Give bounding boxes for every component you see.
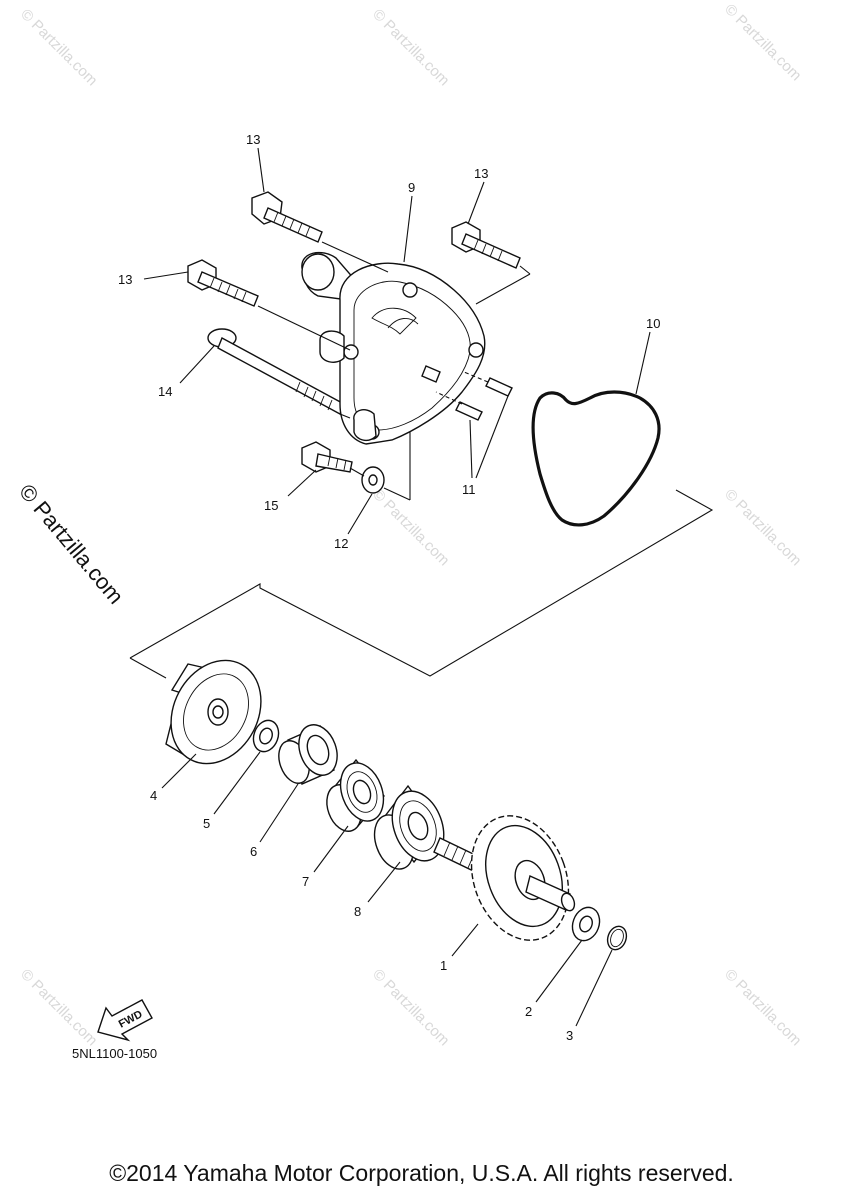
assembly-lines	[129, 241, 714, 679]
callout-15: 15	[264, 498, 278, 513]
callout-8: 8	[354, 904, 361, 919]
bearing-8	[373, 784, 445, 870]
watermark-tile: © Partzilla.com	[369, 486, 452, 569]
pump-housing-9	[301, 251, 486, 445]
circlip-3	[606, 925, 628, 951]
leader-lines	[143, 147, 651, 1027]
watermark-tile: © Partzilla.com	[721, 486, 804, 569]
impeller-4	[165, 659, 262, 765]
callout-9: 9	[408, 180, 415, 195]
bolt-15-short	[301, 441, 353, 473]
shaft-gear-1	[433, 815, 576, 941]
fwd-arrow-icon: FWD	[97, 999, 153, 1042]
o-ring-10	[531, 390, 661, 527]
copyright-notice: ©2014 Yamaha Motor Corporation, U.S.A. A…	[109, 1160, 734, 1186]
callout-13-left: 13	[118, 272, 132, 287]
callout-10: 10	[646, 316, 660, 331]
callout-1: 1	[440, 958, 447, 973]
watermark-tile: © Partzilla.com	[721, 1, 804, 84]
parts-diagram: © Partzilla.com © Partzilla.com © Partzi…	[14, 1, 804, 1061]
callout-13-right: 13	[474, 166, 488, 181]
bolt-13-top	[251, 191, 323, 243]
washer-2	[571, 906, 601, 942]
callout-3: 3	[566, 1028, 573, 1043]
watermark-tile: © Partzilla.com	[721, 966, 804, 1049]
bearing-7	[326, 758, 385, 832]
watermark-tile: © Partzilla.com	[369, 6, 452, 89]
bolt-13-right	[451, 221, 521, 269]
callout-11: 11	[462, 482, 476, 497]
oil-seal-6	[278, 724, 338, 785]
callout-4: 4	[150, 788, 157, 803]
watermark-tile: © Partzilla.com	[369, 966, 452, 1049]
watermark-tile: © Partzilla.com	[17, 6, 100, 89]
part-code: 5NL1100-1050	[72, 1046, 157, 1061]
watermark-tile: © Partzilla.com	[17, 966, 100, 1049]
washer-12	[361, 466, 385, 494]
callout-5: 5	[203, 816, 210, 831]
callout-6: 6	[250, 844, 257, 859]
callout-labels: 1 2 3 4 5 6 7 8 9 10 11 12 13 13 13 14 1…	[118, 132, 660, 1043]
bolt-13-left	[187, 259, 259, 307]
callout-13-top: 13	[246, 132, 260, 147]
callout-14: 14	[158, 384, 172, 399]
callout-7: 7	[302, 874, 309, 889]
callout-12: 12	[334, 536, 348, 551]
washer-5	[252, 719, 280, 753]
side-watermark: © Partzilla.com	[14, 479, 128, 609]
callout-2: 2	[525, 1004, 532, 1019]
